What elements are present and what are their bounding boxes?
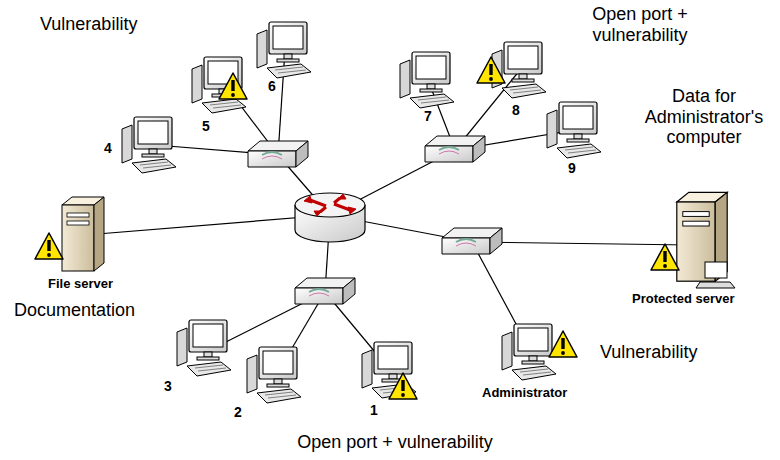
computer-number: 8 xyxy=(512,102,532,118)
warning-signs xyxy=(35,57,679,399)
servers xyxy=(62,192,735,288)
computer-number: 3 xyxy=(164,378,184,394)
server-name: File server xyxy=(48,277,138,292)
vulnerability-note: Vulnerability xyxy=(40,14,170,35)
computer-number: 2 xyxy=(234,404,254,420)
switches xyxy=(248,136,502,304)
vulnerability-note: Open port + vulnerability xyxy=(560,4,720,45)
computer-number: 7 xyxy=(424,108,444,124)
computer-number: 4 xyxy=(104,140,124,156)
content-note: Documentation xyxy=(14,300,174,321)
computer-icons xyxy=(122,22,601,403)
server-name: Protected server xyxy=(632,292,772,307)
computer-number: 9 xyxy=(568,160,588,176)
computer-number: 6 xyxy=(268,78,288,94)
computer-number: 1 xyxy=(370,402,390,418)
vulnerability-note: Open port + vulnerability xyxy=(280,432,510,453)
computer-name: Administrator xyxy=(482,386,602,401)
data-note: Data for Administrator's computer xyxy=(631,86,777,148)
network-wires xyxy=(85,50,690,372)
router xyxy=(295,193,365,242)
computer-number: 5 xyxy=(202,118,222,134)
vulnerability-note: Vulnerability xyxy=(600,342,740,363)
